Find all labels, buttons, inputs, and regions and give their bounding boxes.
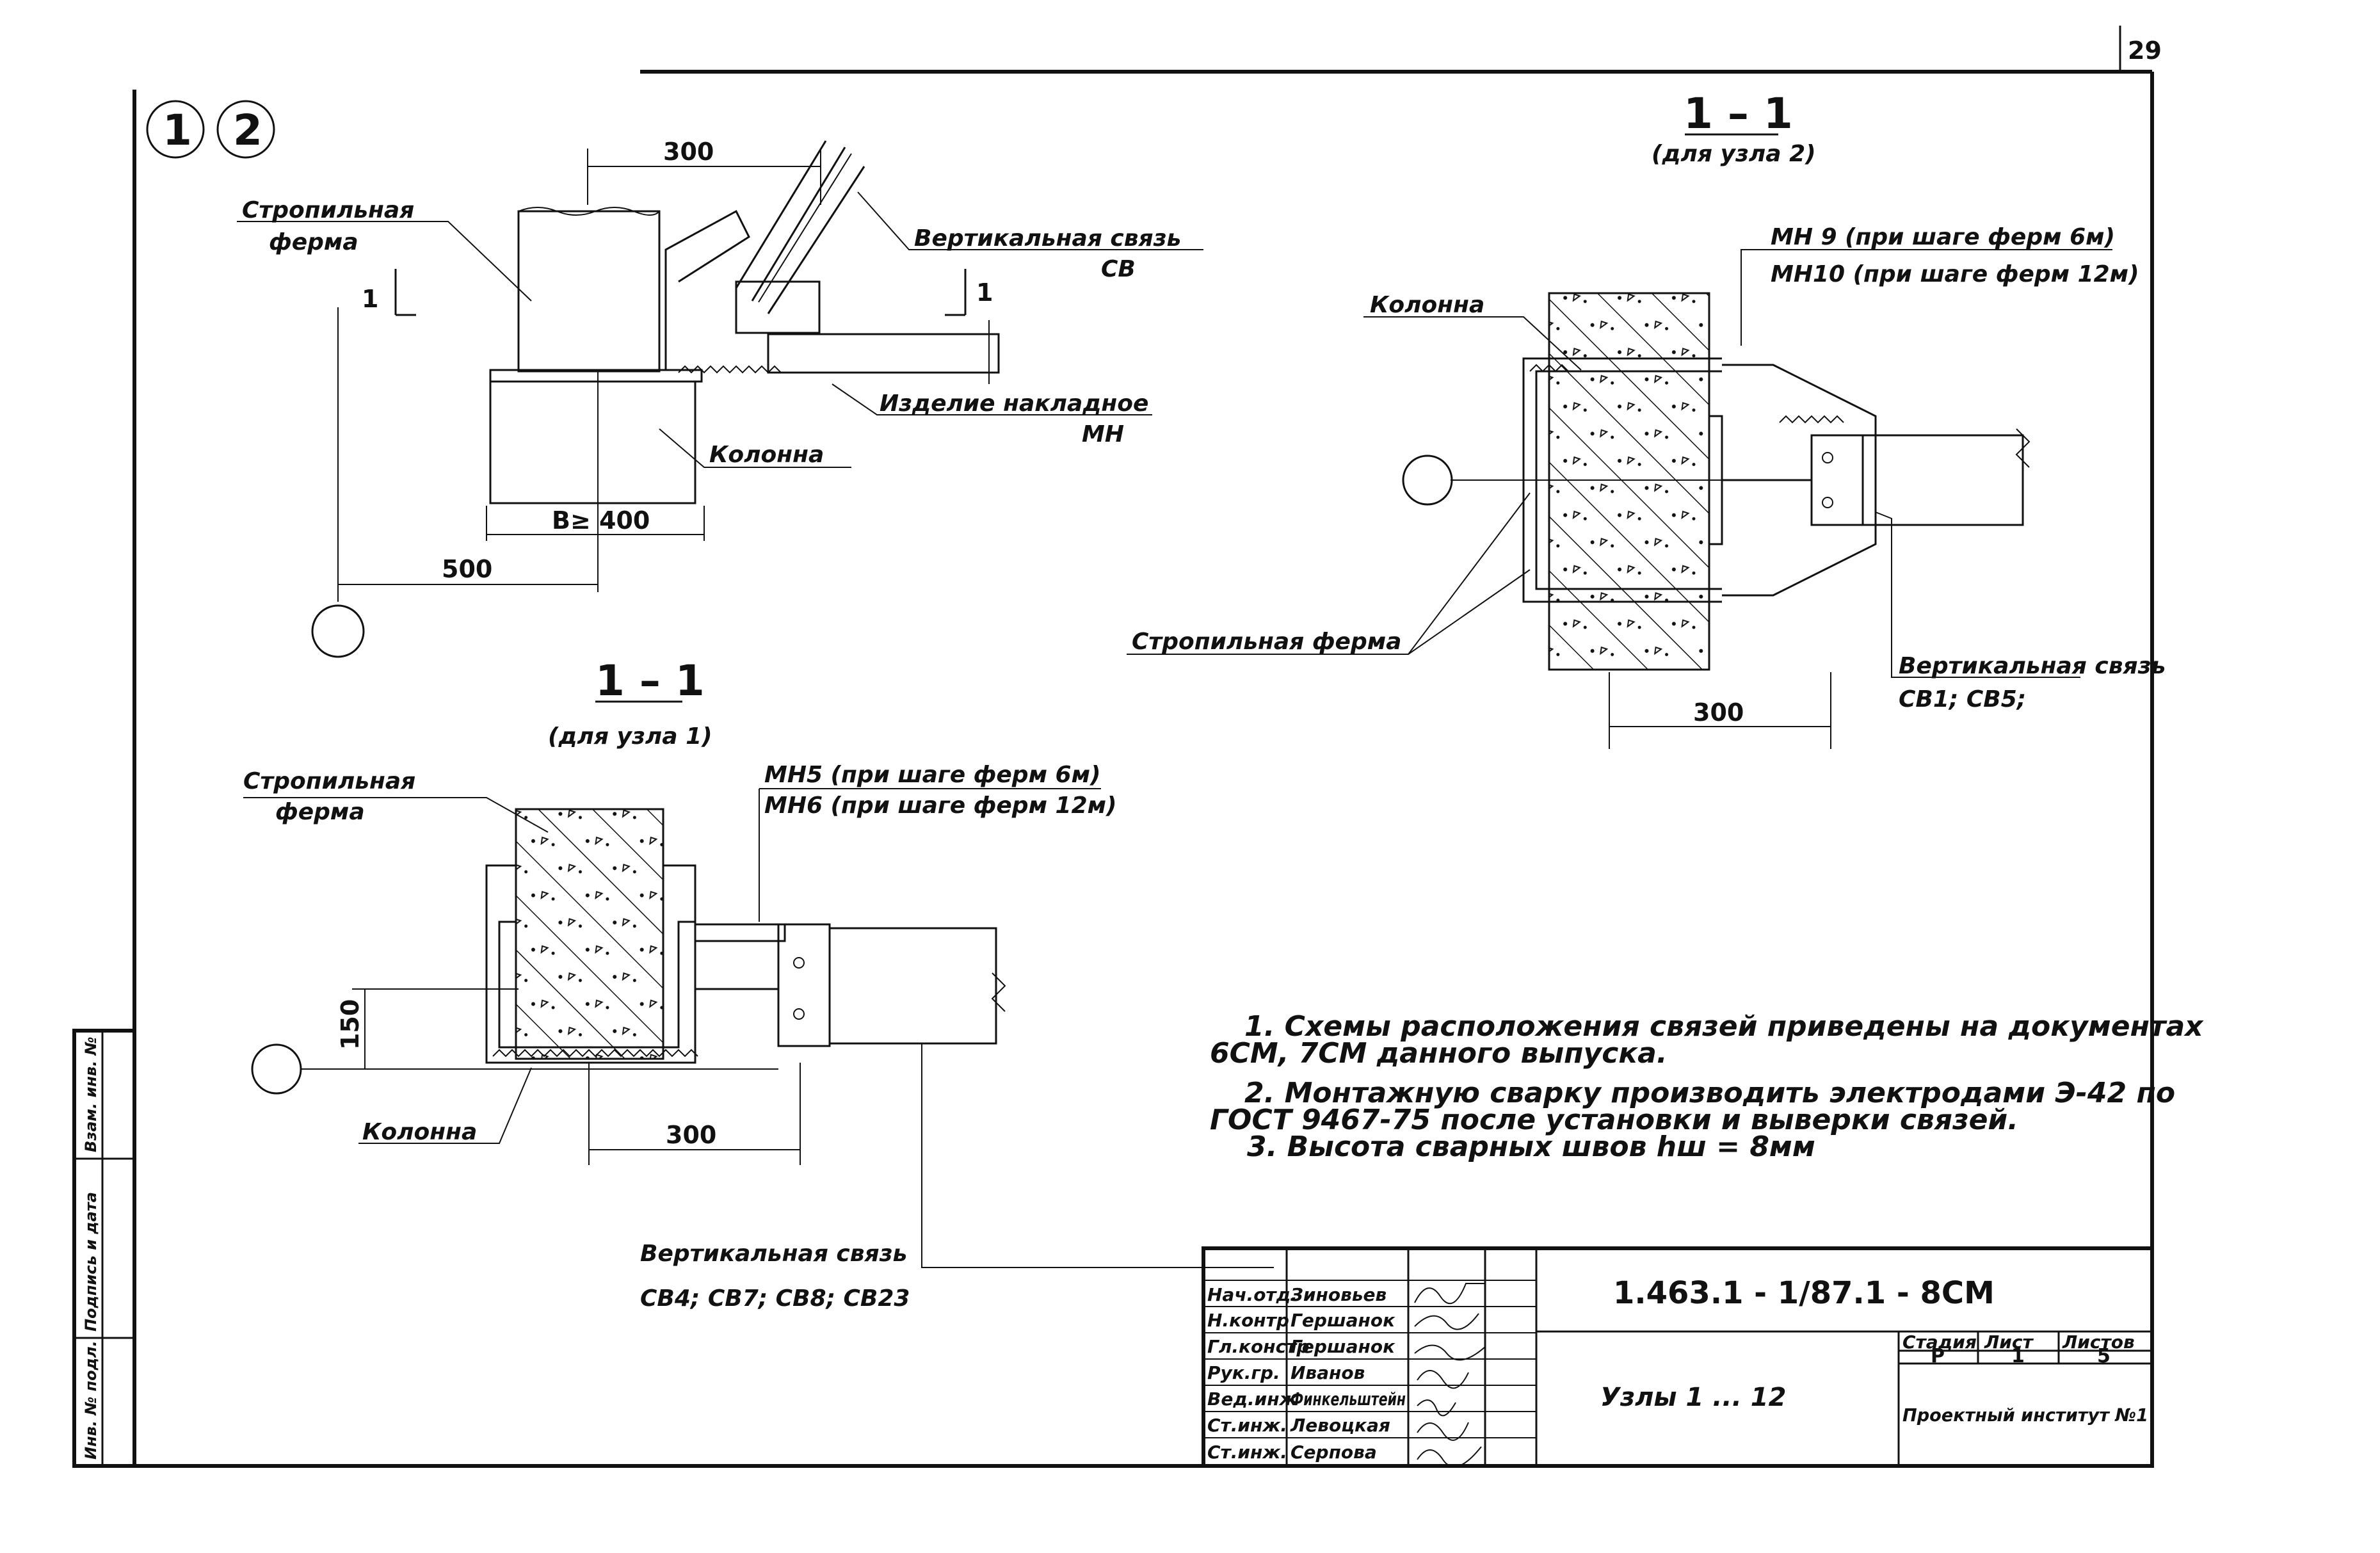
tb-name-4: Финкельштейн: [1291, 1388, 1406, 1410]
node-marker-2: [216, 100, 275, 159]
node1-subtitle: (для узла 1): [548, 723, 712, 750]
tb-sheets: 5: [2097, 1345, 2111, 1367]
section-mark-left: 1: [362, 285, 378, 313]
notes: 1. Схемы расположения связей приведены н…: [1210, 1010, 2204, 1163]
leader-brace-node1: [921, 1043, 1274, 1268]
note-line-5: 3. Высота сварных швов hш = 8мм: [1247, 1131, 1815, 1163]
node2-dim-300: 300: [1693, 698, 1744, 727]
tb-sheet: 1: [2011, 1345, 2025, 1367]
note-line-3: 2. Монтажную сварку производить электрод…: [1244, 1077, 2175, 1109]
tb-role-5: Ст.инж.: [1207, 1415, 1287, 1436]
node2-subtitle: (для узла 2): [1652, 141, 1816, 167]
node2-label-brace-2: СВ1; СВ5;: [1899, 686, 2026, 712]
tb-role-4: Вед.инж: [1207, 1388, 1298, 1410]
node1-brace: [828, 927, 997, 1045]
stamp-sign: Подпись и дата: [82, 1192, 100, 1332]
node2-title: 1 – 1: [1684, 89, 1793, 138]
node2-label-brace-1: Вертикальная связь: [1899, 653, 2166, 679]
node2-label-truss: Стропильная ферма: [1132, 629, 1401, 655]
node1-dim-150: 150: [336, 999, 364, 1050]
tb-name-0: Зиновьев: [1290, 1284, 1387, 1305]
leader-brace-node2: [1875, 511, 2080, 678]
node1-mh-bottom: МН6 (при шаге ферм 12м): [764, 793, 1117, 819]
side-stamp: Инв. № подл. Подпись и дата Взам. инв. №: [72, 1029, 136, 1468]
axis-circle-node1: [251, 1043, 302, 1095]
node1-label-column: Колонна: [362, 1119, 477, 1145]
tb-sheet-name: Узлы 1 ... 12: [1600, 1383, 1786, 1412]
node-marker-1-label: 1: [163, 106, 192, 155]
label-plate-main-1: Изделие накладное: [880, 390, 1148, 417]
truss-post: [517, 210, 661, 373]
label-truss-main-1: Стропильная: [242, 197, 414, 223]
tb-role-2: Гл.констр: [1207, 1336, 1309, 1357]
node2-mh-top: МН 9 (при шаге ферм 6м): [1771, 224, 2115, 250]
label-brace-main-2: СВ: [1101, 256, 1136, 282]
node1-truss: [515, 808, 664, 1060]
node1-label-brace-1: Вертикальная связь: [640, 1241, 907, 1267]
node2-mh-bottom: МН10 (при шаге ферм 12м): [1771, 261, 2139, 287]
leader-column-node1: [358, 1067, 532, 1144]
tb-stage: Р: [1931, 1345, 1945, 1367]
leader-brace: [857, 191, 1203, 250]
node1-plate: [777, 923, 831, 1047]
leader-plate: [832, 383, 1152, 415]
node1-mh-top: МН5 (при шаге ферм 6м): [764, 762, 1100, 788]
leader-column-node2: [1363, 316, 1582, 371]
leader-mh-node2: [1741, 249, 2112, 269]
tb-name-6: Серпова: [1291, 1442, 1377, 1463]
stamp-inv: Инв. № подл.: [82, 1340, 100, 1460]
label-truss-main-2: ферма: [269, 229, 358, 255]
tb-sheets-header: Листов: [2062, 1332, 2135, 1353]
node1-label-truss-1: Стропильная: [243, 768, 415, 794]
axis-circle-node2: [1402, 455, 1453, 506]
section-mark-right: 1: [976, 278, 993, 307]
column-body: [489, 380, 696, 504]
tb-name-5: Левоцкая: [1290, 1415, 1390, 1436]
tb-role-6: Ст.инж.: [1207, 1442, 1287, 1463]
node-marker-2-label: 2: [233, 106, 262, 155]
label-column-main: Колонна: [709, 442, 824, 468]
node1-title: 1 – 1: [595, 656, 705, 705]
leader-truss: [237, 221, 532, 302]
tb-role-3: Рук.гр.: [1207, 1362, 1280, 1383]
dim-500-main: 500: [442, 555, 492, 583]
main-detail: 1 1 300 В≥ 400 500: [237, 138, 1203, 658]
note-line-1: 1. Схемы расположения связей приведены н…: [1244, 1010, 2204, 1043]
overlay-plate: [767, 333, 1000, 374]
tb-role-0: Нач.отд.: [1207, 1284, 1298, 1305]
label-brace-main-1: Вертикальная связь: [914, 225, 1181, 252]
node2-column: [1548, 292, 1710, 671]
node1-dim-300: 300: [666, 1121, 716, 1149]
leader-truss-node1: [243, 797, 549, 833]
dim-b-main: В≥ 400: [552, 506, 650, 535]
label-plate-main-2: МН: [1082, 421, 1124, 447]
note-line-4: ГОСТ 9467-75 после установки и выверки с…: [1210, 1104, 2018, 1136]
section-node2: [1127, 133, 2112, 749]
axis-circle-main: [311, 604, 365, 658]
stamp-replace: Взам. инв. №: [82, 1037, 100, 1152]
tb-name-3: Иванов: [1291, 1362, 1365, 1383]
title-block: [1202, 1246, 2154, 1468]
tb-role-1: Н.контр: [1207, 1310, 1289, 1331]
node1-label-truss-2: ферма: [275, 799, 365, 825]
node2-gusset: [1722, 364, 1877, 597]
tb-name-2: Гершанок: [1291, 1336, 1395, 1357]
tb-doc-code: 1.463.1 - 1/87.1 - 8СМ: [1613, 1275, 1995, 1311]
leader-column: [659, 428, 851, 468]
node2-brace: [1810, 434, 2024, 526]
tb-name-1: Гершанок: [1291, 1310, 1395, 1331]
sheet-number: 29: [2128, 36, 2162, 65]
section-node1: [243, 700, 1274, 1268]
tb-stage-header: Стадия: [1902, 1332, 1977, 1353]
node2-label-column: Колонна: [1370, 292, 1484, 318]
node1-label-brace-2: СВ4; СВ7; СВ8; СВ23: [640, 1285, 910, 1312]
dim-300-main: 300: [663, 138, 714, 166]
tb-organization: Проектный институт №1: [1902, 1404, 2148, 1426]
note-line-2: 6СМ, 7СМ данного выпуска.: [1210, 1037, 1668, 1070]
tb-sheet-header: Лист: [1984, 1332, 2034, 1353]
node-marker-1: [146, 100, 205, 159]
